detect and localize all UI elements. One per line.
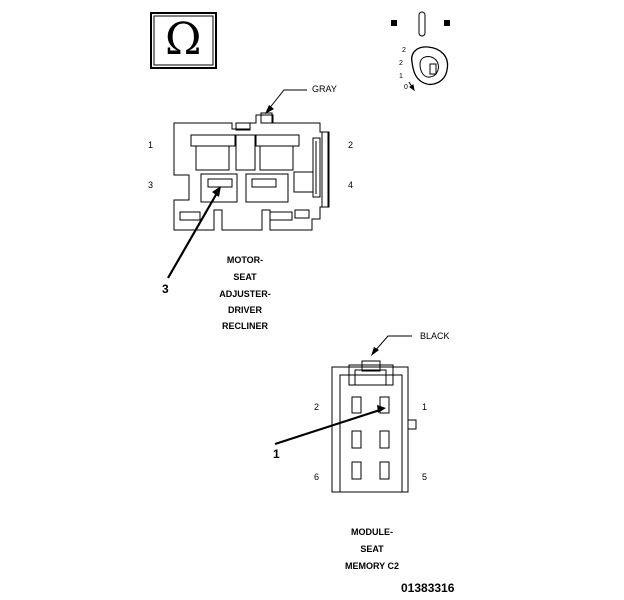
connector-2-pin-6: 6: [314, 472, 320, 482]
connector-2-pin-1: 1: [422, 402, 428, 412]
gray-color-label: GRAY: [312, 84, 337, 94]
callout-1-number: 1: [273, 447, 280, 461]
connector-motor-seat-adjuster: [173, 112, 330, 231]
connector-2-caption-line-1: MODULE-: [351, 527, 393, 537]
connector-1-pin-4: 4: [348, 180, 354, 190]
black-leader-line: [373, 335, 412, 353]
connector-2-pin-5: 5: [422, 472, 428, 482]
connector-1-caption-line-4: DRIVER: [227, 305, 263, 315]
callout-3-number: 3: [162, 282, 169, 296]
gray-leader-line: [267, 89, 307, 111]
connector-1-pin-3: 3: [148, 180, 154, 190]
ignition-switch-icon: [391, 11, 450, 92]
connector-1-caption-line-3: ADJUSTER-: [219, 289, 271, 299]
ohm-symbol-icon: [150, 12, 217, 69]
connector-1-caption-line-5: RECLINER: [221, 321, 269, 331]
connector-1-caption-line-1: MOTOR-: [226, 255, 264, 265]
callout-1-arrow: [274, 408, 381, 446]
connector-2-caption-line-2: SEAT: [360, 544, 384, 554]
connector-1-pin-2: 2: [348, 140, 354, 150]
callout-3-arrow: [167, 192, 218, 279]
connector-2-caption-line-3: MEMORY C2: [344, 561, 400, 571]
ignition-position-2b: 2: [399, 60, 403, 67]
figure-id: 01383316: [401, 581, 455, 595]
connector-1-pin-1: 1: [148, 140, 154, 150]
ohm-glyph: Ω: [165, 14, 202, 65]
black-color-label: BLACK: [420, 331, 450, 341]
connector-2-pin-2: 2: [314, 402, 320, 412]
ignition-position-0: 0: [404, 84, 408, 91]
ignition-position-1: 1: [399, 73, 403, 80]
connector-module-seat-memory-c2: [331, 360, 417, 493]
connector-1-caption-line-2: SEAT: [233, 272, 257, 282]
ignition-position-2a: 2: [402, 47, 406, 54]
